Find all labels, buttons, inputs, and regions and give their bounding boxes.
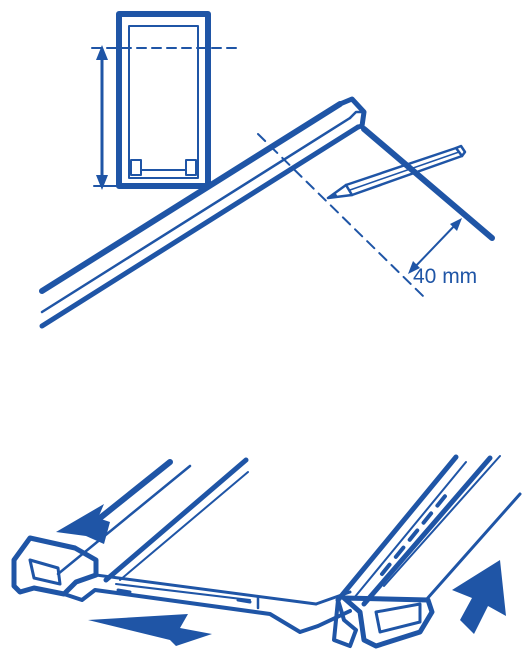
pencil-icon	[326, 144, 467, 200]
arrow-down-right-icon	[452, 560, 506, 634]
mark-line	[257, 133, 425, 298]
profile-cross-section	[91, 11, 239, 190]
top-figure: 40 mm	[39, 11, 495, 329]
distance-dimension	[408, 218, 462, 274]
arrow-left-icon	[56, 504, 110, 544]
right-profile	[332, 454, 522, 649]
diagonal-rail	[39, 96, 495, 329]
panel-assembly	[11, 457, 352, 634]
arrow-right-icon	[88, 614, 212, 646]
dimension-label: 40 mm	[413, 265, 477, 288]
bottom-figure	[11, 454, 522, 649]
